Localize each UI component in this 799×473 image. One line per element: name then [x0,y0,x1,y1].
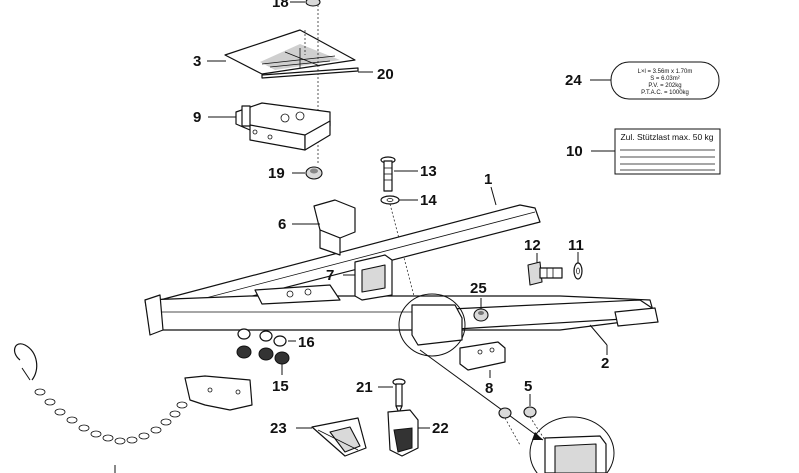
part-6-mount-bracket [292,199,356,256]
part-1-drawbar-frame [144,186,659,336]
safety-chain [13,343,188,473]
part-15-nuts [236,345,290,375]
part-12-bolt [527,253,563,286]
callout-22: 22 [432,420,449,437]
callout-6: 6 [278,216,286,233]
callout-16: 16 [298,334,315,351]
part-20-gasket [261,67,373,79]
callout-2: 2 [601,355,609,372]
callout-7: 7 [326,267,334,284]
oval-label-line3: P.V. = 202kg [648,83,681,89]
callout-1: 1 [484,171,492,188]
callout-25: 25 [470,280,487,297]
callout-3: 3 [193,53,201,70]
part-21-bolt [378,378,406,414]
chain-bracket [184,375,253,411]
part-2-rail-end [589,324,608,355]
part-10-rect-label: Zul. Stützlast max. 50 kg [591,128,721,175]
detail-magnifier-circle [398,293,544,441]
part-11-washer [573,252,583,280]
callout-12: 12 [524,237,541,254]
callout-9: 9 [193,109,201,126]
callout-18: 18 [272,0,289,11]
callout-21: 21 [356,379,373,396]
callout-10: 10 [566,143,583,160]
part-16-washers [237,328,296,347]
oval-label-line2: S = 6.03m² [650,76,680,82]
part-3-tread-plate [207,5,356,165]
part-7-u-bracket [343,254,393,301]
part-19-nut [292,166,323,180]
rect-label-title: Zul. Stützlast max. 50 kg [620,132,713,142]
part-24-oval-label: L×l = 3.56m x 1.70m S = 6.03m² P.V. = 20… [590,61,720,100]
callout-24: 24 [565,72,582,89]
callout-20: 20 [377,66,394,83]
callout-19: 19 [268,165,285,182]
part-13-bolt [380,156,418,192]
callout-8: 8 [485,380,493,397]
part-23-wheel-chock [296,417,367,457]
callout-15: 15 [272,378,289,395]
part-5-nuts [498,394,546,446]
callout-13: 13 [420,163,437,180]
detail-zoom-view [529,416,615,473]
part-18-washer [290,0,321,7]
oval-label-line4: P.T.A.C. = 1000kg [641,90,689,96]
callout-14: 14 [420,192,437,209]
callout-11: 11 [568,237,584,254]
part-8-lower-bracket [459,341,506,378]
part-9-support-bracket [208,102,331,151]
part-22-chock-holder [387,409,430,457]
oval-label-line1: L×l = 3.56m x 1.70m [638,69,693,75]
callout-23: 23 [270,420,287,437]
part-25-nut [473,298,489,322]
callout-5: 5 [524,378,532,395]
